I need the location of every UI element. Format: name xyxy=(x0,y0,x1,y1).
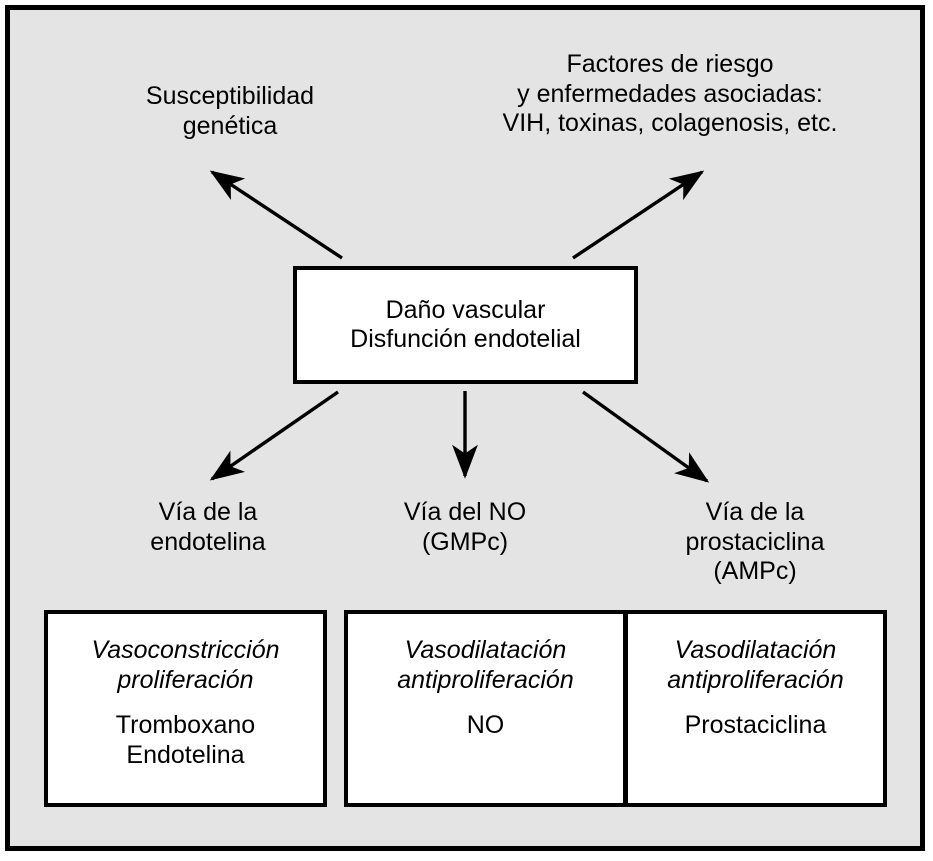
outcome-effects-endothelin: Vasoconstricción proliferación xyxy=(91,636,280,694)
outcome-mediators-endothelin: Tromboxano Endotelina xyxy=(115,711,256,769)
outcome-mediators-prostacyclin: Prostaciclina xyxy=(684,711,827,739)
outcome-mediators-no: NO xyxy=(466,711,505,739)
outcome-box-prostacyclin: Vasodilatación antiproliferación Prostac… xyxy=(624,610,887,807)
outcome-effects-no: Vasodilatación antiproliferación xyxy=(397,636,574,694)
label-pathway-endothelin: Vía de la endotelina xyxy=(150,498,266,556)
outcome-effects-prostacyclin: Vasodilatación antiproliferación xyxy=(667,636,844,694)
outcome-box-no: Vasodilatación antiproliferación NO xyxy=(344,610,627,807)
central-node-label: Daño vascular Disfunción endotelial xyxy=(350,295,581,354)
label-pathway-no: Vía del NO (GMPc) xyxy=(403,498,527,556)
label-risk-factors: Factores de riesgo y enfermedades asocia… xyxy=(502,50,838,137)
outcome-box-endothelin: Vasoconstricción proliferación Tromboxan… xyxy=(44,610,327,807)
label-genetic-susceptibility: Susceptibilidad genética xyxy=(145,82,315,140)
label-pathway-prostacyclin: Vía de la prostaciclina (AMPc) xyxy=(685,498,825,585)
central-node-box: Daño vascular Disfunción endotelial xyxy=(293,266,638,384)
